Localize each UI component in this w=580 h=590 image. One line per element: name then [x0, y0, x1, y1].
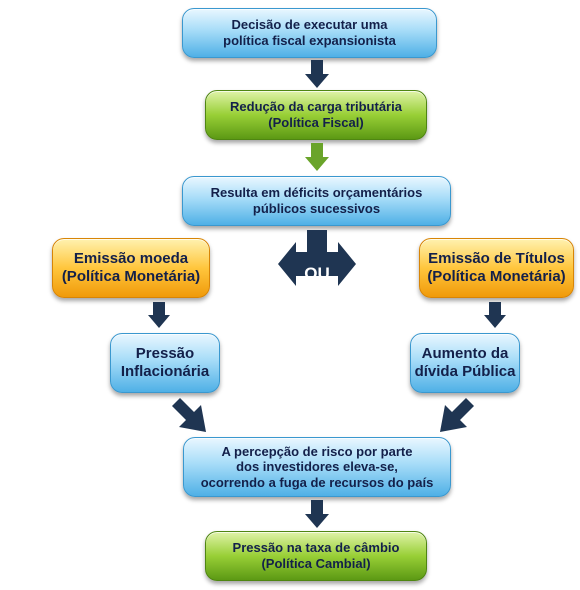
public-debt-box: Aumento da dívida Pública [410, 333, 520, 393]
or-label: OU [304, 264, 330, 283]
arrow-down-1 [305, 60, 329, 88]
money-emission-box: Emissão moeda (Política Monetária) [52, 238, 210, 298]
arrow-down-left [148, 302, 170, 328]
arrow-down-final [305, 500, 329, 528]
arrow-down-right [484, 302, 506, 328]
risk-perception-box: A percepção de risco por parte dos inves… [183, 437, 451, 497]
arrow-diagonal-right [440, 398, 474, 432]
tax-reduction-box: Redução da carga tributária (Política Fi… [205, 90, 427, 140]
arrow-diagonal-left [172, 398, 206, 432]
decision-box: Decisão de executar uma política fiscal … [182, 8, 437, 58]
arrow-down-green [305, 143, 329, 171]
bond-emission-box: Emissão de Títulos (Política Monetária) [419, 238, 574, 298]
exchange-pressure-box: Pressão na taxa de câmbio (Política Camb… [205, 531, 427, 581]
inflation-box: Pressão Inflacionária [110, 333, 220, 393]
double-arrow-or [278, 230, 356, 286]
deficits-box: Resulta em déficits orçamentários públic… [182, 176, 451, 226]
